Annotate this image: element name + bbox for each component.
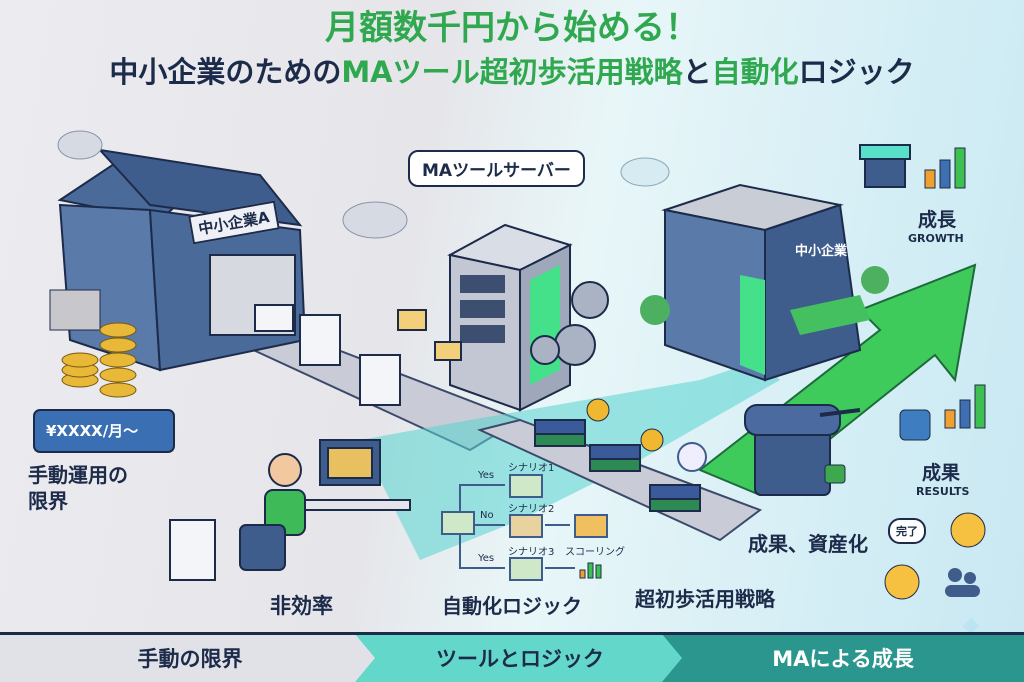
scoring-label: スコーリング: [565, 547, 625, 558]
key-icon: [819, 408, 861, 417]
smile-emoji-icon: [884, 564, 920, 600]
footer-label: MAによる成長: [772, 647, 914, 671]
branch-label: No: [480, 510, 494, 521]
title-part: ロジック: [798, 55, 915, 89]
bar-chart-icon: [944, 384, 986, 429]
growth-label-jp: 成長: [918, 209, 957, 231]
company-building-icon: [640, 183, 889, 382]
growth-label-en: GROWTH: [908, 232, 964, 245]
illustration: [33, 130, 986, 634]
books-icon: [534, 419, 701, 512]
documents-icon: [169, 314, 401, 581]
title-line-1: 月額数千円から始める！: [325, 8, 699, 48]
bar-chart-icon: [924, 147, 966, 189]
price-tag-text: ¥XXXX/月～: [46, 422, 139, 440]
lock-icon: [824, 464, 846, 484]
sad-cloud-icon: [57, 130, 408, 239]
branch-label: Yes: [478, 553, 495, 564]
strategy-label: 超初歩活用戦略: [635, 587, 775, 611]
envelope-icon: [254, 304, 462, 361]
worker-at-desk-icon: [239, 439, 411, 571]
results-label-en: RESULTS: [916, 485, 970, 498]
treasure-chest-icon: [744, 144, 911, 496]
gears-icon: [530, 281, 609, 366]
envelope-icon: [441, 474, 608, 581]
inefficiency-label: 非効率: [270, 594, 333, 618]
scenario-label: シナリオ2: [508, 504, 555, 515]
price-tag-icon: [33, 409, 175, 453]
coins-icon: [61, 322, 137, 398]
title-part: 自動化: [711, 55, 799, 89]
scenario-label: シナリオ1: [508, 463, 555, 474]
users-icon: [945, 568, 980, 597]
footer-section-tools-logic: ツールとロジック: [355, 634, 685, 682]
branch-label: Yes: [478, 470, 495, 481]
footer-divider: [0, 632, 1024, 635]
user-avatar-icon: [677, 442, 707, 472]
results-label-jp: 成果: [922, 462, 961, 484]
warehouse-icon: [49, 148, 307, 372]
server-icon: [447, 223, 573, 412]
scenario-label: シナリオ3: [508, 547, 555, 558]
footer-section-ma-growth: MAによる成長: [662, 634, 1024, 682]
server-label-bubble: MAツールサーバー: [408, 150, 585, 187]
title-line-2: 中小企業のためのMAツール超初歩活用戦略と自動化ロジック: [0, 49, 1024, 91]
manual-limit-label: 手動運用の 限界: [28, 463, 128, 513]
title-part: MAツール超初歩活用戦略: [341, 55, 683, 89]
thumbs-up-icon: [899, 409, 931, 441]
scoring-chart-icon: [579, 562, 602, 579]
sparkle-icon: [962, 617, 980, 634]
footer-label: 手動の限界: [137, 647, 243, 671]
footer-section-manual-limit: 手動の限界: [0, 634, 380, 682]
title-part: 中小企業のための: [109, 55, 342, 89]
asset-label: 成果、資産化: [748, 532, 868, 556]
automation-logic-label: 自動化ロジック: [442, 594, 582, 618]
done-bubble: 完了: [888, 518, 926, 544]
building-sign: 中小企業: [795, 244, 848, 259]
star-badge-icon: [586, 398, 664, 452]
smile-emoji-icon: [950, 512, 986, 548]
footer-label: ツールとロジック: [436, 647, 604, 671]
happy-cloud-icon: [620, 157, 670, 187]
logic-flowchart: [459, 484, 575, 569]
title-part: と: [682, 55, 712, 89]
